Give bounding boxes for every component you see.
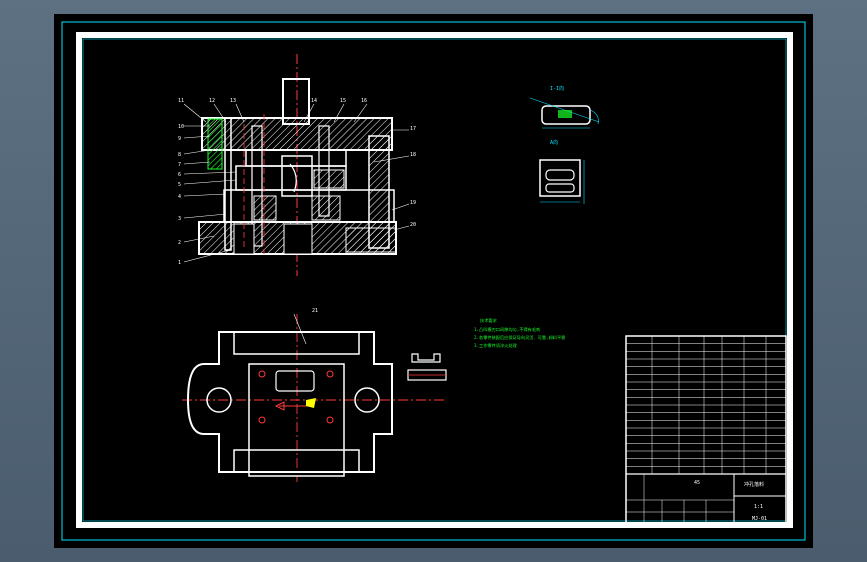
balloon-label: 17: [410, 126, 416, 132]
title-scale: 1:1: [754, 504, 763, 510]
balloon-label: 11: [178, 98, 184, 104]
balloon-label: 21: [312, 308, 318, 314]
section-balloons: 11 12 13 14 15 16 17 18 19 20 1 2 3 4 5 …: [178, 98, 416, 266]
detail-view-upper: I-I向: [529, 85, 600, 129]
title-drawing-no: MJ-01: [752, 516, 767, 522]
balloon-label: 9: [178, 136, 181, 142]
balloon-label: 16: [361, 98, 367, 104]
title-block: 冲孔落料 1:1 MJ-01 45: [625, 335, 787, 525]
title-name: 冲孔落料: [744, 481, 764, 488]
balloon-label: 10: [178, 124, 184, 130]
drawing-frame-inner: [82, 38, 787, 522]
title-material: 45: [694, 480, 700, 486]
die-assembly-drawing: 11 12 13 14 15 16 17 18 19 20 1 2 3 4 5 …: [61, 21, 806, 541]
part-sketch: [407, 353, 447, 381]
notes-line: 1.凸凹模刃口间隙均匀,不得有毛刺: [474, 326, 540, 333]
balloon-label: 14: [311, 98, 317, 104]
notes-line: 2.各零件装配后应保证导向灵活、可靠,卸料平稳: [474, 334, 566, 341]
drawing-frame: [76, 32, 793, 528]
balloon-label: 15: [340, 98, 346, 104]
balloon-label: 18: [410, 152, 416, 158]
balloon-label: 20: [410, 222, 416, 228]
notes-title: 技术要求: [480, 317, 498, 324]
balloon-label: 4: [178, 194, 181, 200]
detail-label-upper: I-I向: [550, 85, 564, 92]
balloon-label: 1: [178, 260, 181, 266]
balloon-label: 8: [178, 152, 181, 158]
technical-notes: 技术要求 1.凸凹模刃口间隙均匀,不得有毛刺 2.各零件装配后应保证导向灵活、可…: [474, 317, 566, 349]
balloon-label: 19: [410, 200, 416, 206]
notes-line: 3.工作零件须淬火处理: [474, 342, 518, 349]
balloon-label: 13: [230, 98, 236, 104]
balloon-label: 5: [178, 182, 181, 188]
detail-view-lower: A向: [539, 139, 585, 204]
balloon-label: 6: [178, 172, 181, 178]
detail-label-lower: A向: [550, 139, 558, 146]
balloon-label: 3: [178, 216, 181, 222]
section-view: [183, 54, 410, 276]
outer-cyan-border: [61, 21, 806, 541]
plan-view: 21: [182, 308, 444, 482]
cad-drawing-canvas[interactable]: 11 12 13 14 15 16 17 18 19 20 1 2 3 4 5 …: [54, 14, 813, 548]
balloon-label: 12: [209, 98, 215, 104]
balloon-label: 2: [178, 240, 181, 246]
balloon-label: 7: [178, 162, 181, 168]
